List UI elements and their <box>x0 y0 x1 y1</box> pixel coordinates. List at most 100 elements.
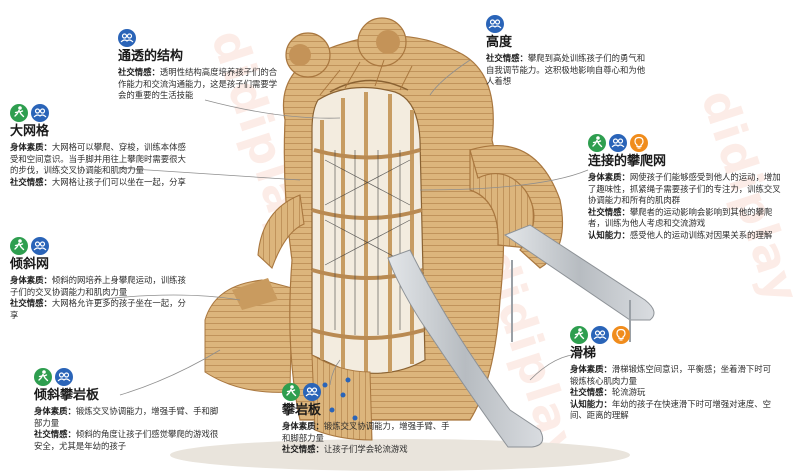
callout-title: 大网格 <box>10 124 50 139</box>
callout-title: 高度 <box>486 35 513 50</box>
person-running-icon <box>570 326 588 344</box>
callout-row: 身体素质：锻炼交叉协调能力，增强手臂、手和脚部力量 <box>282 421 454 444</box>
people-group-icon <box>31 104 49 122</box>
row-label: 社交情感： <box>486 53 528 63</box>
callout-title: 连接的攀爬网 <box>588 154 667 169</box>
row-text: 让孩子们学会轮流游戏 <box>323 444 408 455</box>
row-label: 社交情感： <box>10 298 52 309</box>
people-group-icon <box>486 15 504 33</box>
callout-row: 认知能力：年幼的孩子在快速滑下时可增强对速度、空间、距离的理解 <box>570 399 775 422</box>
callout-rows: 身体素质：大网格可以攀爬、穿梭，训练本体感受和空间意识。当手脚并用往上攀爬时需要… <box>10 142 188 188</box>
callout-rows: 身体素质：倾斜的网培养上身攀爬运动，训练孩子们的交叉协调能力和肌肉力量社交情感：… <box>10 275 188 321</box>
row-label: 身体素质： <box>282 421 324 431</box>
callout-title: 倾斜攀岩板 <box>34 388 100 403</box>
callout-incline-net: 倾斜网 身体素质：倾斜的网培养上身攀爬运动，训练孩子们的交叉协调能力和肌肉力量社… <box>10 236 188 321</box>
callout-icons <box>118 28 283 48</box>
callout-slide: 滑梯 身体素质：滑梯锻炼空间意识，平衡感；坐着滑下时可锻炼核心肌肉力量社交情感：… <box>570 325 775 422</box>
row-text: 大网格让孩子们可以坐在一起，分享 <box>51 176 186 187</box>
callout-icons <box>486 14 646 34</box>
callout-title: 滑梯 <box>570 346 597 361</box>
person-running-icon <box>34 368 52 386</box>
callout-row: 社交情感：大网格让孩子们可以坐在一起，分享 <box>10 177 188 189</box>
people-group-icon <box>303 383 321 401</box>
callout-row: 身体素质：倾斜的网培养上身攀爬运动，训练孩子们的交叉协调能力和肌肉力量 <box>10 275 188 298</box>
row-label: 社交情感： <box>570 387 612 398</box>
row-text: 攀爬到高处训练孩子们的勇气和自我调节能力。这积极地影响自尊心和为他人着想 <box>486 53 646 87</box>
row-label: 社交情感： <box>282 444 324 455</box>
person-running-icon <box>10 237 28 255</box>
row-text: 滑梯锻炼空间意识，平衡感；坐着滑下时可锻炼核心肌肉力量 <box>570 364 771 386</box>
callout-row: 社交情感：轮流游玩 <box>570 387 775 399</box>
callout-rows: 身体素质：滑梯锻炼空间意识，平衡感；坐着滑下时可锻炼核心肌肉力量社交情感：轮流游… <box>570 364 775 422</box>
callout-height: 高度 社交情感：攀爬到高处训练孩子们的勇气和自我调节能力。这积极地影响自尊心和为… <box>486 14 646 88</box>
row-text: 透明性结构高度培养孩子们的合作能力和交流沟通能力，这是孩子们需要学会的重要的生活… <box>118 67 278 101</box>
row-text: 攀爬者的运动影响会影响到其他的攀爬者，训练为他人考虑和交流游戏 <box>588 206 773 229</box>
tower-interior <box>311 86 426 374</box>
callout-row: 身体素质：大网格可以攀爬、穿梭，训练本体感受和空间意识。当手脚并用往上攀爬时需要… <box>10 142 188 177</box>
callout-icons <box>10 103 188 123</box>
callout-row: 身体素质：滑梯锻炼空间意识，平衡感；坐着滑下时可锻炼核心肌肉力量 <box>570 364 775 387</box>
person-running-icon <box>282 383 300 401</box>
callout-icons <box>282 382 454 402</box>
row-text: 倾斜的网培养上身攀爬运动，训练孩子们的交叉协调能力和肌肉力量 <box>10 275 186 297</box>
callout-rows: 社交情感：攀爬到高处训练孩子们的勇气和自我调节能力。这积极地影响自尊心和为他人着… <box>486 53 646 88</box>
row-label: 社交情感： <box>34 429 76 440</box>
row-label: 社交情感： <box>118 67 160 77</box>
callout-row: 社交情感：让孩子们学会轮流游戏 <box>282 444 454 456</box>
people-group-icon <box>31 237 49 255</box>
callout-title: 攀岩板 <box>282 403 322 418</box>
row-text: 年幼的孩子在快速滑下时可增强对速度、空间、距离的理解 <box>570 398 771 421</box>
callout-incline-climbing-wall: 倾斜攀岩板 身体素质：锻炼交叉协调能力，增强手臂、手和脚部力量社交情感：倾斜的角… <box>34 367 220 452</box>
callout-icons <box>34 367 220 387</box>
callout-rows: 身体素质：网使孩子们能够感受到他人的运动，增加了趣味性，抓紧绳子需要孩子们的专注… <box>588 172 784 242</box>
row-text: 锻炼交叉协调能力，增强手臂、手和脚部力量 <box>34 406 219 428</box>
callout-row: 社交情感：攀爬者的运动影响会影响到其他的攀爬者，训练为他人考虑和交流游戏 <box>588 207 784 230</box>
row-label: 身体素质： <box>34 406 76 416</box>
callout-row: 社交情感：大网格允许更多的孩子坐在一起，分享 <box>10 298 188 321</box>
callout-title: 倾斜网 <box>10 257 50 272</box>
lightbulb-icon <box>612 326 630 344</box>
callout-title: 通透的结构 <box>118 49 184 64</box>
row-text: 倾斜的角度让孩子们感觉攀爬的游戏很安全，尤其是年幼的孩子 <box>34 429 219 451</box>
callout-row: 认知能力：感受他人的运动训练对因果关系的理解 <box>588 230 784 242</box>
callout-transparent-structure: 通透的结构 社交情感：透明性结构高度培养孩子们的合作能力和交流沟通能力，这是孩子… <box>118 28 283 102</box>
callout-row: 身体素质：锻炼交叉协调能力，增强手臂、手和脚部力量 <box>34 406 220 429</box>
row-label: 身体素质： <box>570 364 612 374</box>
row-text: 大网格可以攀爬、穿梭，训练本体感受和空间意识。当手脚并用往上攀爬时需要很大的步伐… <box>10 142 186 176</box>
callout-climbing-wall: 攀岩板 身体素质：锻炼交叉协调能力，增强手臂、手和脚部力量社交情感：让孩子们学会… <box>282 382 454 456</box>
row-label: 身体素质： <box>588 172 630 182</box>
person-running-icon <box>10 104 28 122</box>
callout-row: 社交情感：攀爬到高处训练孩子们的勇气和自我调节能力。这积极地影响自尊心和为他人着… <box>486 53 646 88</box>
lightbulb-icon <box>630 134 648 152</box>
callout-row: 社交情感：透明性结构高度培养孩子们的合作能力和交流沟通能力，这是孩子们需要学会的… <box>118 67 283 102</box>
callout-icons <box>570 325 775 345</box>
callout-row: 身体素质：网使孩子们能够感受到他人的运动，增加了趣味性，抓紧绳子需要孩子们的专注… <box>588 172 784 207</box>
callout-icons <box>588 133 784 153</box>
people-group-icon <box>591 326 609 344</box>
callout-connected-climbing-net: 连接的攀爬网 身体素质：网使孩子们能够感受到他人的运动，增加了趣味性，抓紧绳子需… <box>588 133 784 242</box>
row-text: 感受他人的运动训练对因果关系的理解 <box>629 229 773 240</box>
person-running-icon <box>588 134 606 152</box>
row-text: 轮流游玩 <box>611 387 646 398</box>
callout-icons <box>10 236 188 256</box>
people-group-icon <box>118 29 136 47</box>
leader-lines <box>94 59 589 396</box>
row-text: 网使孩子们能够感受到他人的运动，增加了趣味性，抓紧绳子需要孩子们的专注力，训练交… <box>588 172 781 206</box>
row-label: 身体素质： <box>10 142 52 152</box>
callout-rows: 社交情感：透明性结构高度培养孩子们的合作能力和交流沟通能力，这是孩子们需要学会的… <box>118 67 283 102</box>
callout-row: 社交情感：倾斜的角度让孩子们感觉攀爬的游戏很安全，尤其是年幼的孩子 <box>34 429 220 452</box>
row-text: 锻炼交叉协调能力，增强手臂、手和脚部力量 <box>282 421 450 443</box>
row-label: 身体素质： <box>10 275 52 285</box>
callout-rows: 身体素质：锻炼交叉协调能力，增强手臂、手和脚部力量社交情感：让孩子们学会轮流游戏 <box>282 421 454 456</box>
callout-rows: 身体素质：锻炼交叉协调能力，增强手臂、手和脚部力量社交情感：倾斜的角度让孩子们感… <box>34 406 220 452</box>
row-text: 大网格允许更多的孩子坐在一起，分享 <box>10 298 186 320</box>
callout-big-net: 大网格 身体素质：大网格可以攀爬、穿梭，训练本体感受和空间意识。当手脚并用往上攀… <box>10 103 188 188</box>
steel-slide-main <box>387 249 544 448</box>
row-label: 社交情感： <box>10 176 52 187</box>
row-label: 认知能力： <box>588 229 630 240</box>
row-label: 社交情感： <box>588 206 630 217</box>
row-label: 认知能力： <box>570 398 612 409</box>
steel-slide-upper <box>503 224 655 321</box>
